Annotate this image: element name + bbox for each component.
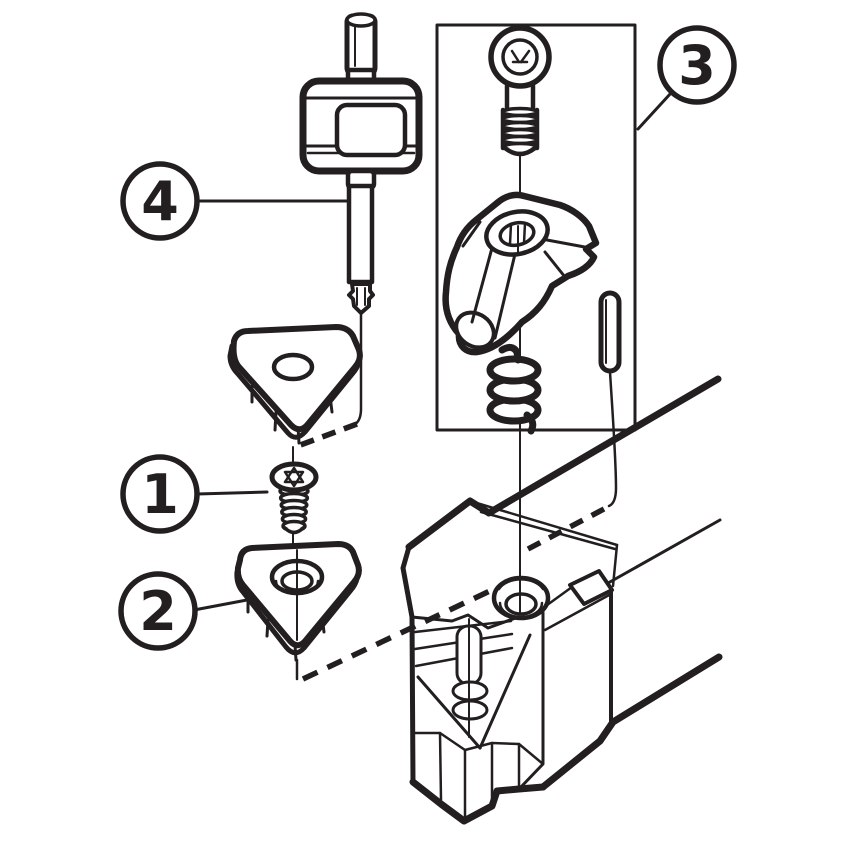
key-axis-dashed <box>294 421 358 450</box>
callout-3-circle <box>657 25 737 105</box>
callout-3-label: 3 <box>678 34 716 97</box>
insert-screw <box>269 446 319 546</box>
clamp-spring <box>486 343 542 435</box>
clamp <box>442 191 600 356</box>
callout-1 <box>120 454 269 534</box>
callout-2-leader <box>192 598 249 612</box>
callout-4-label: 4 <box>141 170 179 233</box>
shim-countersunk-hole <box>269 549 325 641</box>
clamp-set-box <box>435 23 637 432</box>
callout-1-circle <box>120 454 200 534</box>
callout-4 <box>120 161 351 241</box>
callout-2 <box>118 571 249 651</box>
key-torx-tip <box>347 282 375 315</box>
pin-leader-line <box>607 370 618 508</box>
cutting-insert <box>227 324 363 445</box>
key-shaft <box>346 183 375 285</box>
assembly-axis-insert-dashed <box>301 587 494 682</box>
clamp-nose <box>454 310 496 350</box>
key-window <box>334 102 408 158</box>
callout-1-label: 1 <box>141 463 179 526</box>
screw-head <box>269 461 319 493</box>
clamp-pin <box>526 290 622 552</box>
callout-3-leader <box>636 91 673 131</box>
callout-4-circle <box>120 161 200 241</box>
callout-1-leader <box>195 490 269 496</box>
insert-hole <box>271 352 315 382</box>
callout-2-label: 2 <box>139 580 177 643</box>
shim-insert <box>234 541 362 662</box>
callout-2-circle <box>118 571 198 651</box>
torque-key <box>299 12 423 315</box>
clamp-screw <box>488 25 552 157</box>
callout-3 <box>636 25 737 131</box>
tool-holder <box>400 375 723 825</box>
